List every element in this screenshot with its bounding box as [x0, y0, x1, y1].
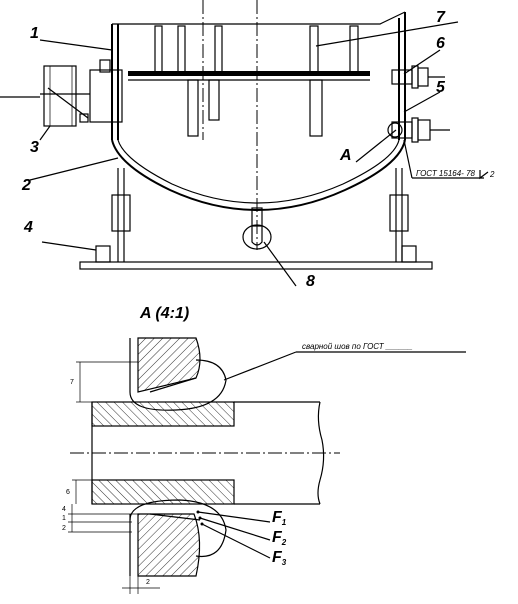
left-nozzle-flange — [99, 59, 111, 73]
upper-weld-root — [149, 377, 197, 393]
dish-inner — [117, 139, 400, 204]
weld-note-leader — [223, 351, 297, 381]
left-valve-inner — [49, 65, 73, 127]
pipe-break — [317, 401, 325, 505]
baffle — [309, 25, 319, 73]
dim-6: 6 — [66, 489, 70, 496]
callout-2: 2 — [21, 177, 31, 194]
force-F1: F1 — [272, 509, 287, 527]
fitting-5-flange — [411, 117, 419, 143]
force-F2: F2 — [272, 529, 287, 547]
fitting-6-nut — [417, 67, 429, 87]
upper-shell-section — [137, 337, 201, 393]
top-rim — [112, 11, 406, 25]
baffle — [154, 25, 163, 73]
leader-5 — [403, 91, 441, 113]
lower-weld — [129, 499, 227, 558]
callout-3: 3 — [30, 139, 39, 156]
dim-1: 1 — [62, 515, 66, 522]
left-foot — [95, 245, 111, 263]
cover-plate — [128, 71, 370, 76]
drain-valve — [242, 224, 272, 250]
dim-4: 4 — [62, 506, 66, 513]
leader-F2 — [199, 517, 271, 541]
dim-bottom: 2 — [146, 579, 150, 586]
left-valve-stem — [47, 87, 89, 119]
weld-note: сварной шов по ГОСТ ______ — [302, 342, 413, 351]
drain-pipe — [251, 207, 263, 227]
left-valve-body — [43, 65, 77, 127]
pipe-wall-top — [91, 401, 235, 427]
left-nozzle — [89, 69, 123, 123]
leader-4 — [41, 241, 97, 251]
weld-symbol — [479, 170, 489, 180]
leader-2 — [29, 157, 119, 181]
leader-A — [355, 129, 397, 163]
leader-3 — [39, 125, 51, 141]
fitting-6 — [391, 69, 413, 85]
blade — [208, 79, 220, 121]
callout-6: 6 — [436, 35, 445, 52]
leader-6 — [403, 49, 441, 75]
dim-2: 2 — [62, 525, 66, 532]
dim-7: 7 — [70, 379, 74, 386]
detail-title: A (4:1) — [139, 305, 189, 322]
right-leg-support — [389, 194, 409, 232]
leader-F1 — [197, 511, 271, 523]
fitting-5-ring — [387, 122, 403, 138]
detail-A: A (4:1) F1 F2 F3 сварной шов — [62, 305, 466, 594]
callout-7: 7 — [436, 9, 446, 26]
vessel-assembly: 1 3 2 4 7 6 5 A 8 ГОСТ 15164- 78 2 — [0, 0, 495, 290]
left-leg-support — [111, 194, 131, 232]
callout-4: 4 — [23, 219, 33, 236]
right-foot — [401, 245, 417, 263]
leader-7 — [315, 21, 459, 47]
base-plate — [79, 261, 433, 270]
callout-8: 8 — [306, 273, 315, 290]
leader-F3 — [201, 523, 271, 559]
blade — [187, 79, 199, 137]
baffle — [177, 25, 186, 73]
callout-5: 5 — [436, 79, 446, 96]
lower-shell-section — [137, 513, 201, 577]
left-valve-knob — [79, 113, 89, 123]
gost-note: ГОСТ 15164- 78 — [416, 169, 476, 178]
baffle — [214, 25, 223, 73]
callout-A: A — [339, 147, 352, 164]
baffle — [349, 25, 359, 73]
gost-weld-size: 2 — [489, 170, 495, 179]
dish-outer — [111, 139, 406, 211]
drain-hook — [251, 226, 263, 246]
fitting-5-nut — [417, 119, 431, 141]
leader-8 — [263, 241, 297, 287]
blade — [309, 79, 323, 137]
fitting-6-flange — [411, 65, 419, 89]
callout-1: 1 — [30, 25, 39, 42]
leader-1 — [39, 39, 113, 51]
leader-gost — [403, 139, 413, 179]
lower-weld-root — [149, 513, 201, 521]
force-F3: F3 — [272, 549, 287, 567]
